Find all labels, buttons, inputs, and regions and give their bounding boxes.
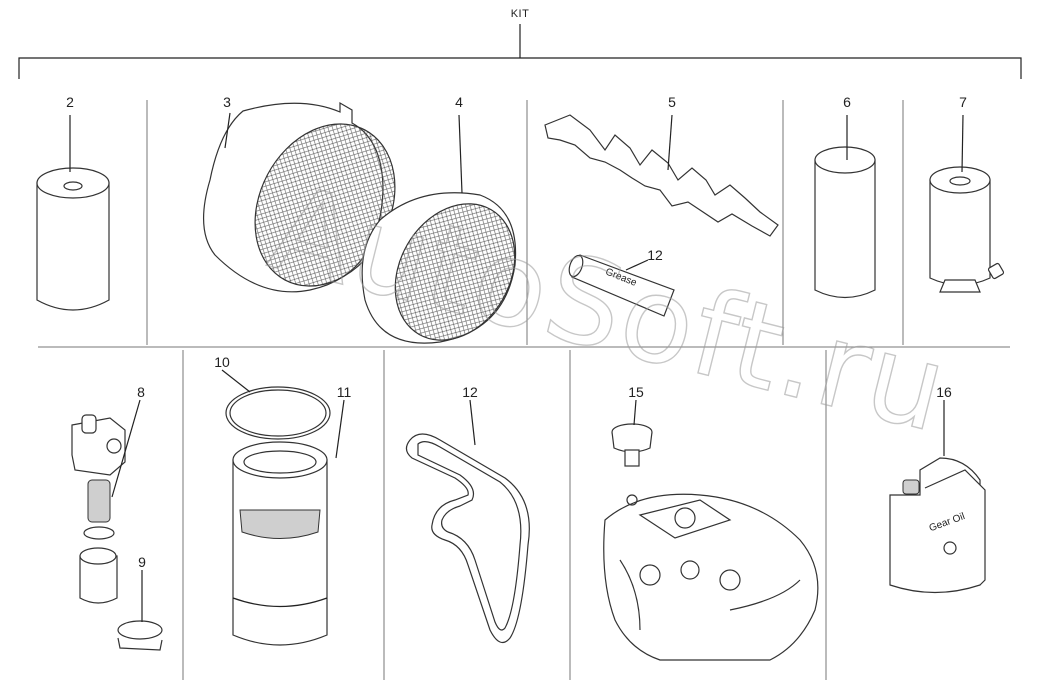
part-8-separator: 8 xyxy=(71,384,145,604)
callout-7: 7 xyxy=(959,94,967,110)
callout-4: 4 xyxy=(455,94,463,110)
part-7-fuel-filter: 7 xyxy=(929,94,1005,293)
callout-3: 3 xyxy=(223,94,231,110)
part-2-oil-filter: 2 xyxy=(36,94,110,311)
part-10-o-ring: 10 xyxy=(214,354,331,440)
part-15-cap-and-housing: 15 xyxy=(603,384,819,661)
part-3-air-filter-outer: 3 xyxy=(203,94,396,293)
callout-6: 6 xyxy=(843,94,851,110)
kit-label: KIT xyxy=(511,8,530,20)
part-5-gasket: 5 xyxy=(544,94,779,237)
callout-14: 12 xyxy=(647,247,663,263)
part-12-belt: 12 xyxy=(405,384,530,644)
part-16-gear-oil: Gear Oil 16 xyxy=(889,384,986,594)
callout-5: 5 xyxy=(668,94,676,110)
callout-10: 10 xyxy=(214,354,230,370)
section-dividers xyxy=(38,100,1010,680)
callout-11: 11 xyxy=(337,384,352,400)
part-9-clip: 9 xyxy=(117,554,163,651)
part-4-air-filter-inner: 4 xyxy=(361,94,517,344)
callout-8: 8 xyxy=(137,384,145,400)
part-11-cartridge: 11 xyxy=(232,384,352,646)
callout-15: 15 xyxy=(628,384,644,400)
callout-16: 16 xyxy=(936,384,952,400)
kit-bracket: KIT xyxy=(18,8,1022,79)
callout-2: 2 xyxy=(66,94,74,110)
callout-9: 9 xyxy=(138,554,146,570)
callout-12: 12 xyxy=(462,384,478,400)
part-6-filter: 6 xyxy=(814,94,876,299)
